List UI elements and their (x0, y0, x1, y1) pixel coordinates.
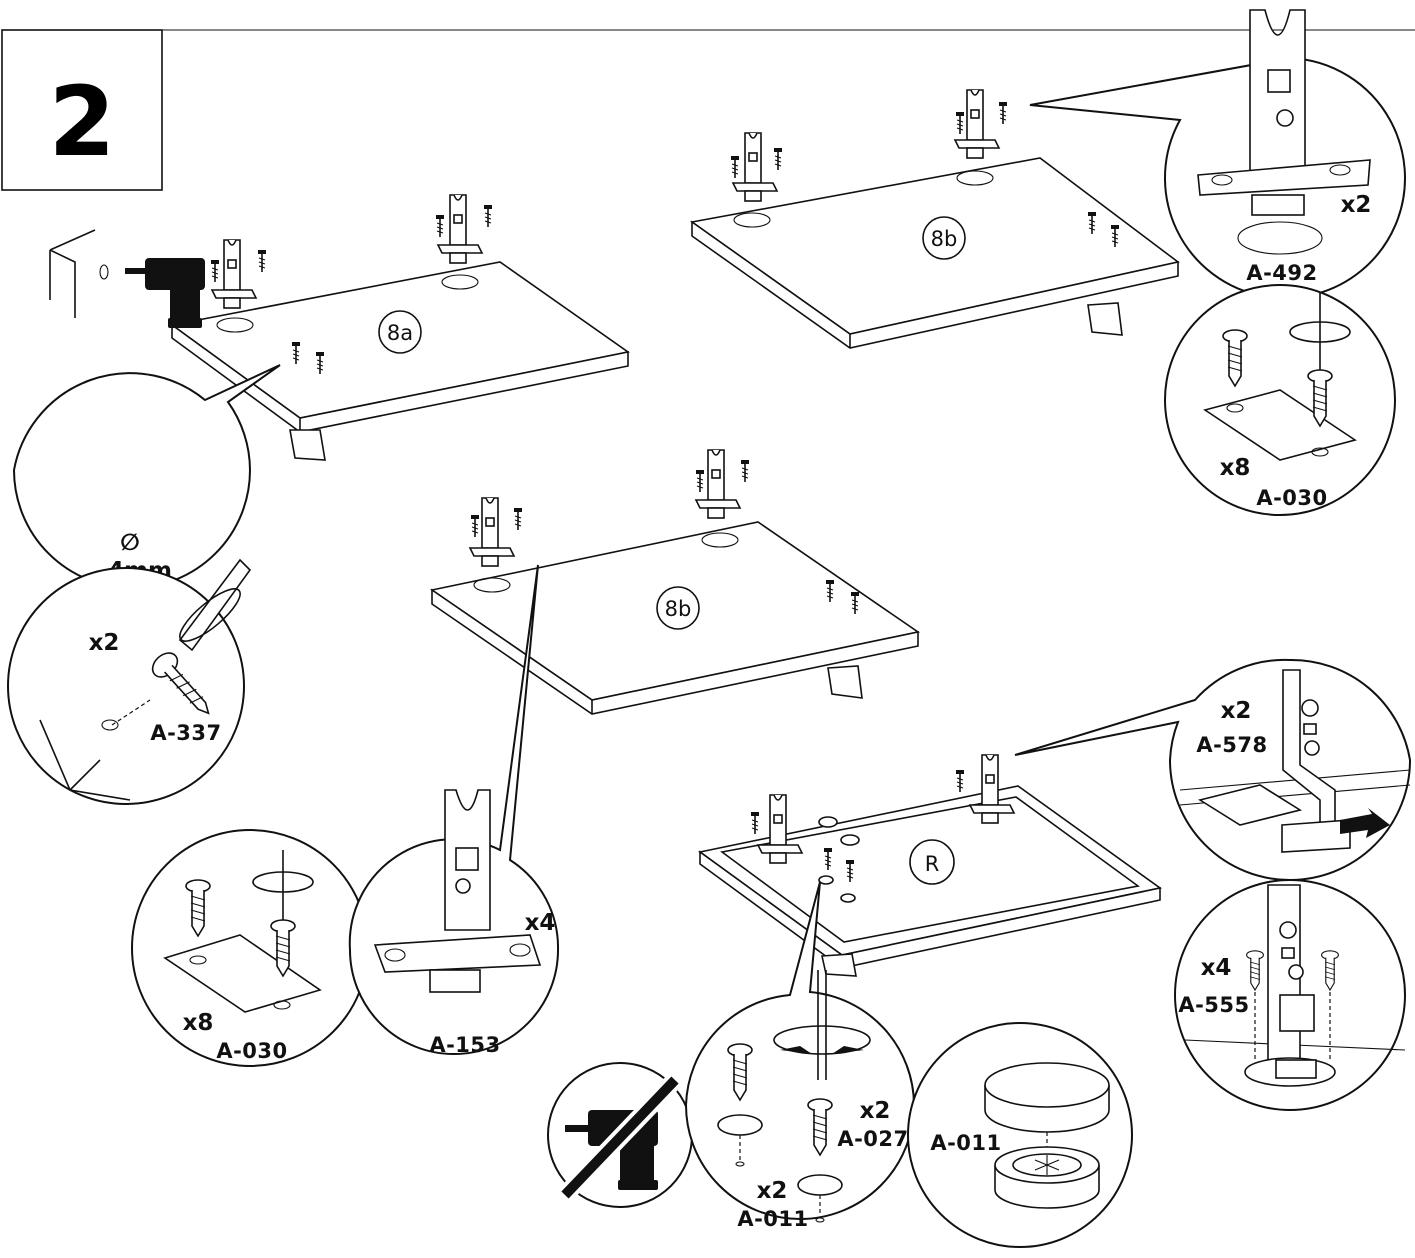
a578-code: A-578 (1196, 733, 1267, 757)
a337-qty: x2 (89, 630, 120, 656)
a011-small-code: A-011 (737, 1207, 808, 1231)
panel-8b-top-badge (922, 216, 966, 260)
no-power-drill-icon (558, 1073, 682, 1202)
a030-right-qty: x8 (1220, 455, 1251, 481)
detail-screw-a337: x2 A-337 (7, 558, 252, 805)
frame-r-label: R (925, 852, 940, 876)
a027-code: A-027 (837, 1127, 908, 1151)
detail-screws-a555: x4 A-555 (1174, 879, 1406, 1111)
a030-left-code: A-030 (216, 1039, 287, 1063)
panel-8a: 8a (170, 194, 630, 461)
hinge-8a-left (211, 239, 257, 309)
hinge-8a-right (437, 194, 483, 264)
a337-code: A-337 (150, 721, 221, 745)
panel-8a-badge (378, 310, 422, 354)
drill-icon (125, 258, 205, 328)
a030-left-qty: x8 (183, 1010, 214, 1036)
a153-code: A-153 (429, 1033, 500, 1057)
a011-code: A-011 (930, 1131, 1001, 1155)
panel-8b-mid-label: 8b (665, 597, 692, 621)
a030-right-code: A-030 (1256, 486, 1327, 510)
step-number: 2 (49, 66, 116, 178)
detail-drill-4mm: ∅ 4mm (12, 229, 281, 589)
panel-8b-mid: 8b (430, 449, 920, 715)
a027-qty: x2 (860, 1098, 891, 1124)
detail-screws-a030-right: x8 A-030 (1164, 284, 1396, 516)
a578-qty: x2 (1221, 698, 1252, 724)
bracket-r-left (757, 794, 803, 864)
step-box (1, 29, 163, 191)
detail-screws-a030-left: x8 A-030 (131, 829, 369, 1067)
detail-cap-a011: A-011 (907, 1022, 1133, 1248)
frame-r-badge (909, 839, 955, 885)
diameter-symbol: ∅ (120, 530, 140, 556)
detail-bracket-a578: x2 A-578 (1014, 658, 1412, 881)
a011-small-qty: x2 (757, 1178, 788, 1204)
panel-8b-top-label: 8b (931, 227, 958, 251)
a492-code: A-492 (1246, 261, 1317, 285)
a555-code: A-555 (1178, 993, 1249, 1017)
frame-r: R (698, 754, 1162, 977)
panel-8b-top: 8b (689, 89, 1180, 349)
panel-8a-label: 8a (387, 321, 413, 345)
detail-hinge-a492: x2 A-492 (1029, 9, 1406, 299)
detail-no-drill (547, 1062, 693, 1208)
a555-qty: x4 (1201, 955, 1232, 981)
panel-8b-mid-badge (656, 586, 700, 630)
a153-qty: x4 (525, 910, 556, 936)
detail-hinge-a153: x4 A-153 (348, 564, 560, 1057)
hinge-8b-top-right (954, 89, 1000, 159)
hinge-8b-top-left (732, 132, 778, 202)
detail-screws-a027: x2 A-027 x2 A-011 (684, 881, 916, 1231)
a492-qty: x2 (1341, 192, 1372, 218)
